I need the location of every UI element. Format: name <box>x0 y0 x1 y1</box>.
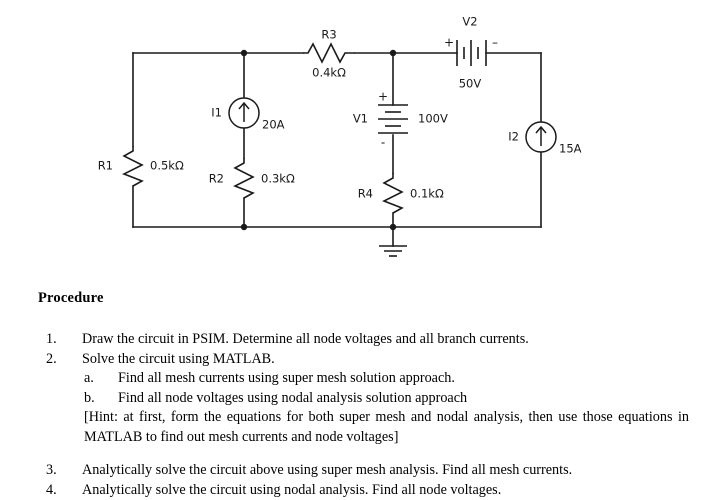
procedure-item-text: Draw the circuit in PSIM. Determine all … <box>82 331 529 347</box>
ground-icon <box>379 246 407 256</box>
procedure-list-group-1: 1. Draw the circuit in PSIM. Determine a… <box>0 330 717 447</box>
node-dot-top-right <box>390 50 396 56</box>
resistor-r1 <box>124 146 142 186</box>
procedure-hint: [Hint: at first, form the equations for … <box>0 408 717 447</box>
resistor-r1-value: 0.5kΩ <box>150 159 184 173</box>
resistor-r4-name: R4 <box>358 187 373 201</box>
procedure-sub-item: a. Find all mesh currents using super me… <box>0 369 717 389</box>
procedure-section: Procedure 1. Draw the circuit in PSIM. D… <box>0 275 717 500</box>
procedure-list-group-2: 3. Analytically solve the circuit above … <box>0 461 717 500</box>
voltage-source-v1 <box>378 105 408 133</box>
procedure-item: 2. Solve the circuit using MATLAB. <box>0 350 717 370</box>
circuit-diagram: R3 0.4kΩ R1 0.5kΩ R2 0.3kΩ R4 0.1kΩ I1 2… <box>0 0 717 275</box>
resistor-r2-name: R2 <box>209 172 224 186</box>
voltage-source-v2 <box>457 40 486 66</box>
v2-plus-sign: + <box>444 36 454 50</box>
procedure-item-text: Analytically solve the circuit using nod… <box>82 482 501 498</box>
procedure-sub-item-text: Find all mesh currents using super mesh … <box>118 370 455 386</box>
resistor-r2-value: 0.3kΩ <box>261 172 295 186</box>
resistor-r3-value: 0.4kΩ <box>312 66 346 80</box>
procedure-item-number: 3. <box>46 461 68 481</box>
v2-minus-sign: – <box>492 36 498 50</box>
procedure-sub-item-letter: b. <box>84 389 108 409</box>
procedure-item-text: Analytically solve the circuit above usi… <box>82 462 572 478</box>
voltage-source-v1-name: V1 <box>353 112 368 126</box>
node-dot-top-left <box>241 50 247 56</box>
voltage-source-v1-value: 100V <box>418 112 448 126</box>
current-source-i2 <box>526 122 556 152</box>
resistor-r1-name: R1 <box>98 159 113 173</box>
node-dot-bottom-mid <box>241 224 247 230</box>
voltage-source-v2-value: 50V <box>459 77 482 91</box>
current-source-i1-name: I1 <box>211 106 222 120</box>
procedure-item-number: 1. <box>46 330 68 350</box>
procedure-sub-item-letter: a. <box>84 369 108 389</box>
procedure-item-number: 2. <box>46 350 68 370</box>
circuit-schematic-svg: R3 0.4kΩ R1 0.5kΩ R2 0.3kΩ R4 0.1kΩ I1 2… <box>0 0 717 275</box>
current-source-i1-value: 20A <box>262 118 285 132</box>
current-source-i2-value: 15A <box>559 142 582 156</box>
procedure-sub-item-text: Find all node voltages using nodal analy… <box>118 390 467 406</box>
v1-minus-sign: - <box>381 136 385 150</box>
resistor-r4 <box>384 173 402 213</box>
procedure-sub-item: b. Find all node voltages using nodal an… <box>0 389 717 409</box>
resistor-r3 <box>303 44 355 62</box>
resistor-r2 <box>235 158 253 198</box>
current-source-i2-name: I2 <box>508 130 519 144</box>
node-dot-ground <box>390 224 396 230</box>
procedure-heading: Procedure <box>0 275 717 307</box>
procedure-item-number: 4. <box>46 481 68 500</box>
v1-plus-sign: + <box>378 90 388 104</box>
procedure-item: 1. Draw the circuit in PSIM. Determine a… <box>0 330 717 350</box>
resistor-r3-name: R3 <box>321 28 336 42</box>
procedure-item: 3. Analytically solve the circuit above … <box>0 461 717 481</box>
procedure-item-text: Solve the circuit using MATLAB. <box>82 351 275 367</box>
current-source-i1 <box>229 98 259 128</box>
procedure-item: 4. Analytically solve the circuit using … <box>0 481 717 500</box>
voltage-source-v2-name: V2 <box>462 15 477 29</box>
resistor-r4-value: 0.1kΩ <box>410 187 444 201</box>
